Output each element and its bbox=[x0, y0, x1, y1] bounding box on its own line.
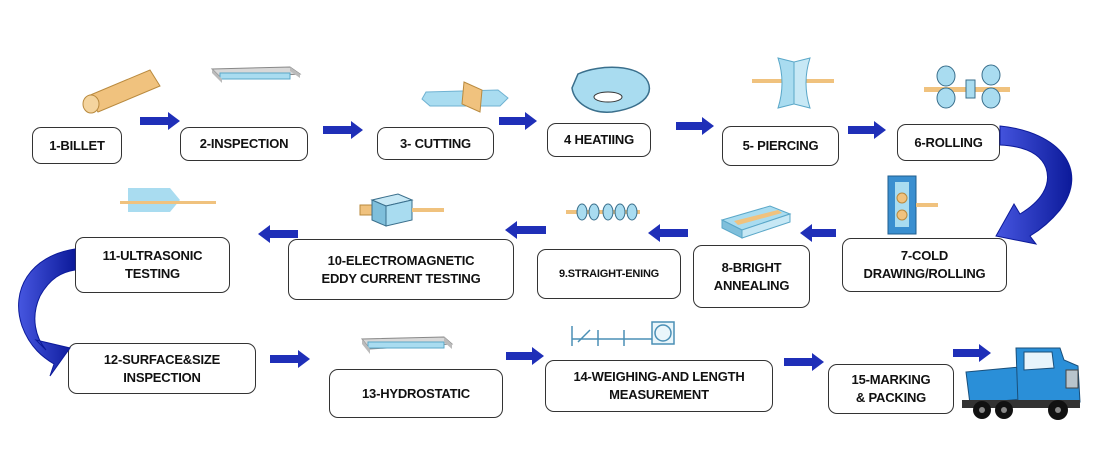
arrow-4-5 bbox=[676, 117, 714, 135]
step-12-surface-size-box: 12-SURFACE&SIZE INSPECTION bbox=[68, 343, 256, 394]
straightening-rollers-icon bbox=[566, 203, 640, 221]
inspection-bench-icon bbox=[210, 66, 302, 83]
step-14-weighing-box: 14-WEIGHING-AND LENGTH MEASUREMENT bbox=[545, 360, 773, 412]
heating-furnace-icon bbox=[571, 66, 651, 113]
step-8-bright-annealing-box: 8-BRIGHT ANNEALING bbox=[693, 245, 810, 308]
annealing-furnace-icon bbox=[720, 205, 792, 239]
arrow-10-11 bbox=[258, 225, 298, 243]
arrow-3-4 bbox=[499, 112, 537, 130]
step-15-marking-box: 15-MARKING & PACKING bbox=[828, 364, 954, 414]
curved-arrow-6-7 bbox=[995, 125, 1073, 245]
step-7-cold-drawing-box: 7-COLD DRAWING/ROLLING bbox=[842, 238, 1007, 292]
arrow-1-2 bbox=[140, 112, 180, 130]
drawing-die-icon bbox=[887, 175, 938, 235]
curved-arrow-11-12 bbox=[18, 248, 76, 377]
arrow-8-9 bbox=[648, 224, 688, 242]
arrow-13-14 bbox=[506, 347, 544, 365]
weighing-rack-icon bbox=[571, 321, 675, 346]
hydrostatic-bench-icon bbox=[360, 336, 454, 354]
step-10-eddy-current-box: 10-ELECTROMAGNETIC EDDY CURRENT TESTING bbox=[288, 239, 514, 300]
billet-rod-icon bbox=[82, 69, 161, 114]
step-6-rolling-box: 6-ROLLING bbox=[897, 124, 1000, 161]
step-11-ultrasonic-box: 11-ULTRASONIC TESTING bbox=[75, 237, 230, 293]
rolling-rollers-icon bbox=[924, 64, 1010, 109]
arrow-15-truck bbox=[953, 344, 991, 362]
step-1-billet-box: 1-BILLET bbox=[32, 127, 122, 164]
arrow-9-10 bbox=[505, 221, 546, 239]
step-9-straightening-box: 9.STRAIGHT-ENING bbox=[537, 249, 681, 299]
step-2-inspection-box: 2-INSPECTION bbox=[180, 127, 308, 161]
arrow-2-3 bbox=[323, 121, 363, 139]
eddy-current-coil-icon bbox=[359, 193, 444, 227]
step-5-piercing-box: 5- PIERCING bbox=[722, 126, 839, 166]
arrow-14-15 bbox=[784, 353, 824, 371]
cutting-blade-icon bbox=[421, 81, 509, 113]
step-13-hydrostatic-box: 13-HYDROSTATIC bbox=[329, 369, 503, 418]
arrow-12-13 bbox=[270, 350, 310, 368]
step-4-heating-box: 4 HEATIING bbox=[547, 123, 651, 157]
piercing-mill-icon bbox=[752, 57, 834, 109]
arrow-5-6 bbox=[848, 121, 886, 139]
delivery-truck-icon bbox=[962, 347, 1081, 420]
ultrasonic-tank-icon bbox=[120, 188, 216, 212]
arrow-7-8 bbox=[800, 224, 836, 242]
step-3-cutting-box: 3- CUTTING bbox=[377, 127, 494, 160]
